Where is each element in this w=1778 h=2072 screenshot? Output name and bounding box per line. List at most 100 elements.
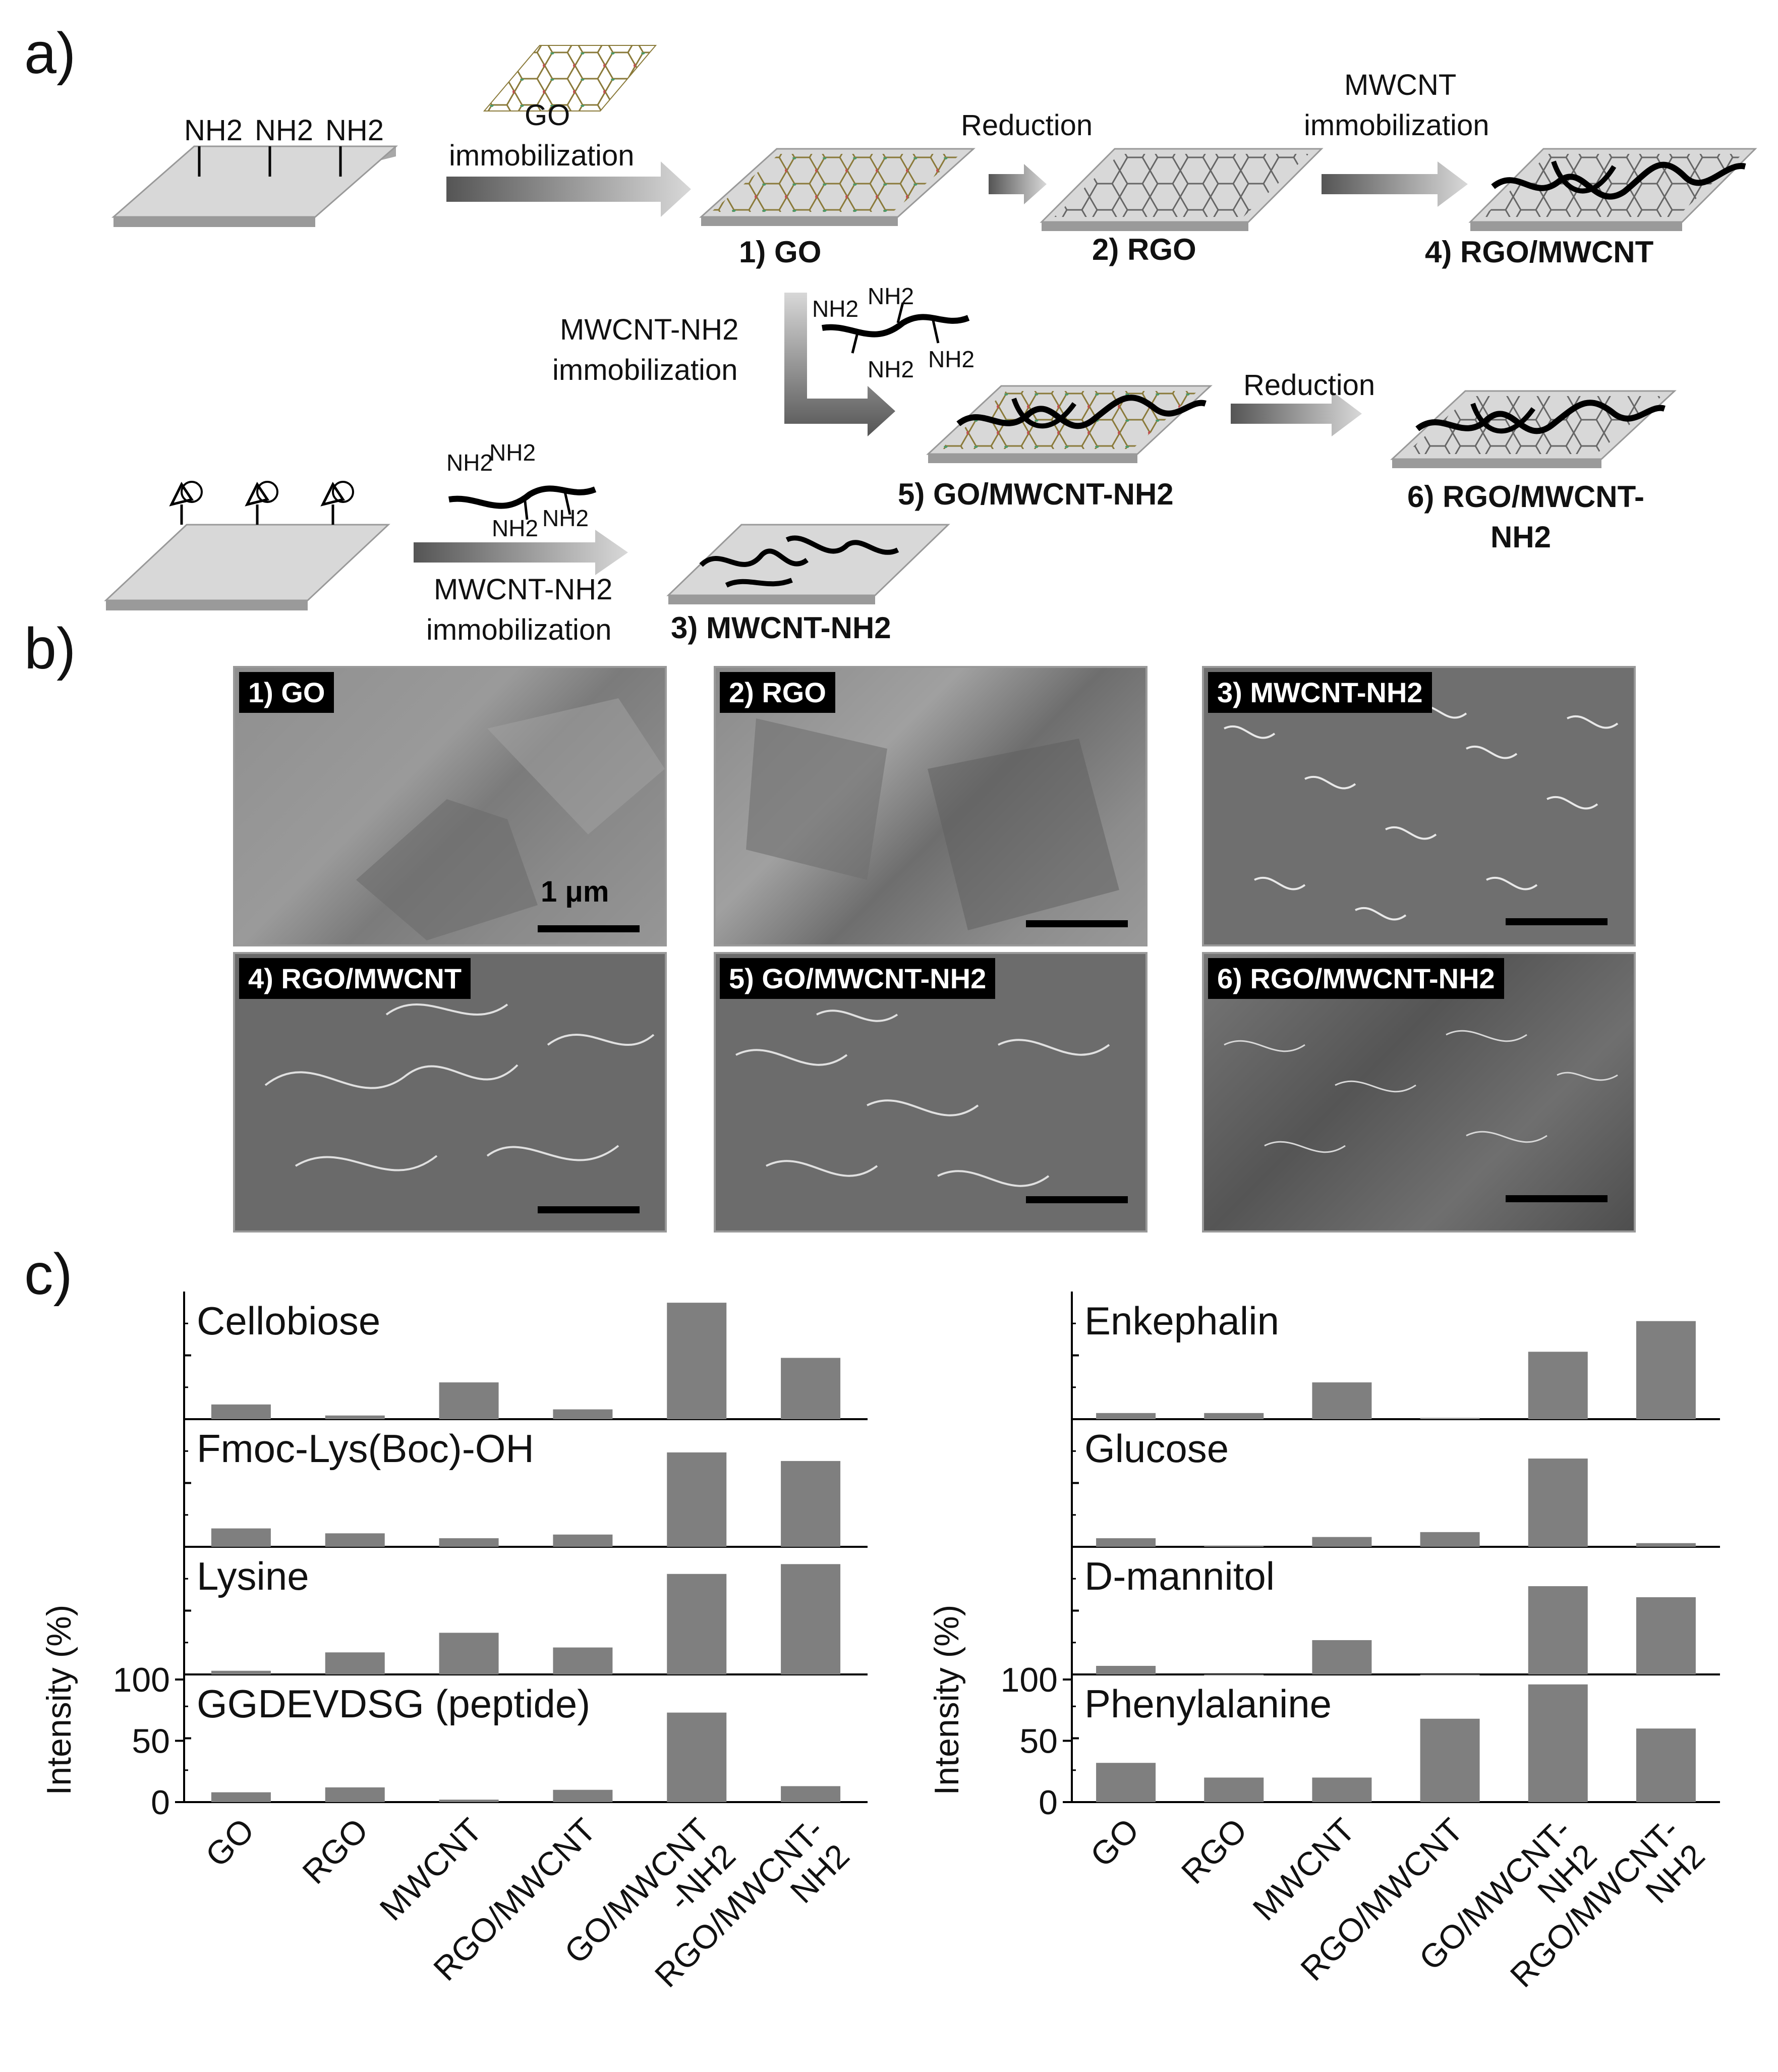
series-label: Phenylalanine: [1084, 1682, 1332, 1726]
go-mwcnt-nh2-substrate: [926, 385, 1213, 463]
bar: [553, 1789, 613, 1802]
scale-bar: [1026, 1196, 1128, 1203]
label-rgo: 2) RGO: [1092, 233, 1196, 266]
series-label: Fmoc-Lys(Boc)-OH: [197, 1426, 534, 1471]
x-tick-label: RGO: [1174, 1811, 1254, 1891]
nh2-label-3: NH2: [325, 114, 384, 147]
bar: [781, 1461, 841, 1547]
panel-label-b: b): [24, 617, 76, 681]
x-tick-label: RGO: [295, 1811, 375, 1891]
nh2-mid-d: NH2: [928, 346, 975, 372]
bar: [1636, 1543, 1696, 1547]
reaction-scheme: [104, 45, 1757, 610]
go-immobilization-line2: immobilization: [449, 139, 635, 172]
go-sheet-icon: [483, 45, 657, 111]
bar: [1528, 1352, 1588, 1419]
bar: [1636, 1321, 1696, 1419]
y-tick-label: 100: [113, 1661, 170, 1699]
x-tick-label: GO: [1083, 1811, 1146, 1874]
label-go-mwcnt-nh2: 5) GO/MWCNT-NH2: [898, 477, 1174, 511]
nh2-label-2: NH2: [255, 114, 314, 147]
series-label: Enkephalin: [1084, 1299, 1279, 1343]
label-rgo-mwcnt-nh2-line2: NH2: [1490, 520, 1552, 554]
bar: [439, 1633, 499, 1674]
scale-bar-label: 1 μm: [541, 875, 609, 908]
mwcnt-immobilization-line1: MWCNT: [1344, 69, 1457, 101]
panel-label-c: c): [24, 1242, 73, 1307]
arrow-reduction-top: [989, 164, 1047, 204]
sem-image-go-mwcnt-nh2: 5) GO/MWCNT-NH2: [714, 952, 1148, 1233]
sem-image-go: 1) GO 1 μm: [233, 666, 667, 946]
bar: [1312, 1640, 1372, 1674]
bar: [211, 1404, 271, 1419]
bar: [553, 1647, 613, 1674]
bar: [1528, 1459, 1588, 1547]
bar: [1204, 1545, 1264, 1547]
bar: [439, 1800, 499, 1802]
arrow-reduction-mid: [1231, 391, 1362, 436]
nh2-bot-d: NH2: [542, 505, 589, 531]
panel-label-a: a): [24, 21, 76, 86]
y-axis-label: Intensity (%): [40, 1605, 78, 1796]
sem-tag-rgo-mwcnt: 4) RGO/MWCNT: [239, 958, 471, 999]
x-tick-label-line: MWCNT: [372, 1811, 489, 1928]
series-label: Lysine: [197, 1554, 309, 1598]
nh2-mid-c: NH2: [868, 356, 914, 382]
reduction-top-label: Reduction: [961, 109, 1093, 142]
bar: [1096, 1665, 1156, 1674]
nh2-mid-a: NH2: [812, 296, 859, 322]
mwcnt-nh2-substrate: [666, 524, 950, 604]
reduction-mid-label: Reduction: [1243, 369, 1375, 402]
mwcnt-nh2-molecule-icon-mid: [822, 302, 970, 354]
label-mwcnt-nh2: 3) MWCNT-NH2: [671, 611, 891, 645]
scale-bar: [538, 925, 640, 932]
mwcnt-nh2-immobilization-bottom-line2: immobilization: [426, 613, 612, 646]
bar-chart-right: EnkephalinGlucoseD-mannitolPhenylalanine…: [928, 1292, 1720, 1994]
x-tick-label-line: GO: [1083, 1811, 1146, 1874]
bar: [553, 1534, 613, 1547]
series-label: GGDEVDSG (peptide): [197, 1682, 590, 1726]
nh2-bot-b: NH2: [489, 439, 536, 466]
x-tick-label: GO: [198, 1811, 261, 1874]
rgo-mwcnt-nh2-substrate: [1390, 390, 1677, 468]
x-tick-label-line: RGO: [295, 1811, 375, 1891]
y-tick-label: 0: [1039, 1783, 1058, 1822]
bar: [1204, 1413, 1264, 1419]
amine-substrate: [111, 145, 398, 227]
series-label: Glucose: [1084, 1426, 1229, 1471]
nh2-mid-b: NH2: [868, 283, 914, 309]
scale-bar: [1506, 918, 1608, 925]
bar: [667, 1452, 727, 1547]
bar: [1420, 1718, 1480, 1802]
bar: [667, 1712, 727, 1802]
bar: [553, 1409, 613, 1419]
mwcnt-nh2-immobilization-mid-line1: MWCNT-NH2: [560, 313, 739, 346]
scale-bar: [538, 1206, 640, 1213]
bar: [1420, 1418, 1480, 1419]
bar: [1528, 1684, 1588, 1802]
mwcnt-nh2-immobilization-mid-line2: immobilization: [552, 354, 738, 386]
mwcnt-nh2-molecule-icon-bottom: [448, 485, 597, 520]
scale-bar: [1506, 1195, 1608, 1202]
arrow-mwcnt-immobilization: [1322, 161, 1468, 207]
bar: [1420, 1674, 1480, 1675]
epoxide-substrate: [104, 481, 390, 610]
y-tick-label: 50: [1019, 1722, 1058, 1761]
sem-tag-go-mwcnt-nh2: 5) GO/MWCNT-NH2: [720, 958, 996, 999]
mwcnt-immobilization-line2: immobilization: [1304, 109, 1489, 142]
bar: [1096, 1763, 1156, 1802]
sem-image-rgo-mwcnt-nh2: 6) RGO/MWCNT-NH2: [1202, 952, 1636, 1233]
series-label: Cellobiose: [197, 1299, 380, 1343]
arrow-mwcnt-nh2-immobilization-mid: [784, 293, 895, 436]
y-tick-label: 50: [132, 1722, 170, 1761]
bar: [1420, 1532, 1480, 1547]
bar: [781, 1564, 841, 1674]
sem-tag-rgo-mwcnt-nh2: 6) RGO/MWCNT-NH2: [1208, 958, 1504, 999]
bar: [325, 1533, 385, 1547]
y-tick-label: 100: [1001, 1661, 1058, 1699]
sem-image-rgo: 2) RGO: [714, 666, 1148, 946]
label-rgo-mwcnt-nh2-line1: 6) RGO/MWCNT-: [1407, 480, 1644, 514]
bar: [1204, 1777, 1264, 1802]
nh2-bot-a: NH2: [446, 450, 493, 476]
